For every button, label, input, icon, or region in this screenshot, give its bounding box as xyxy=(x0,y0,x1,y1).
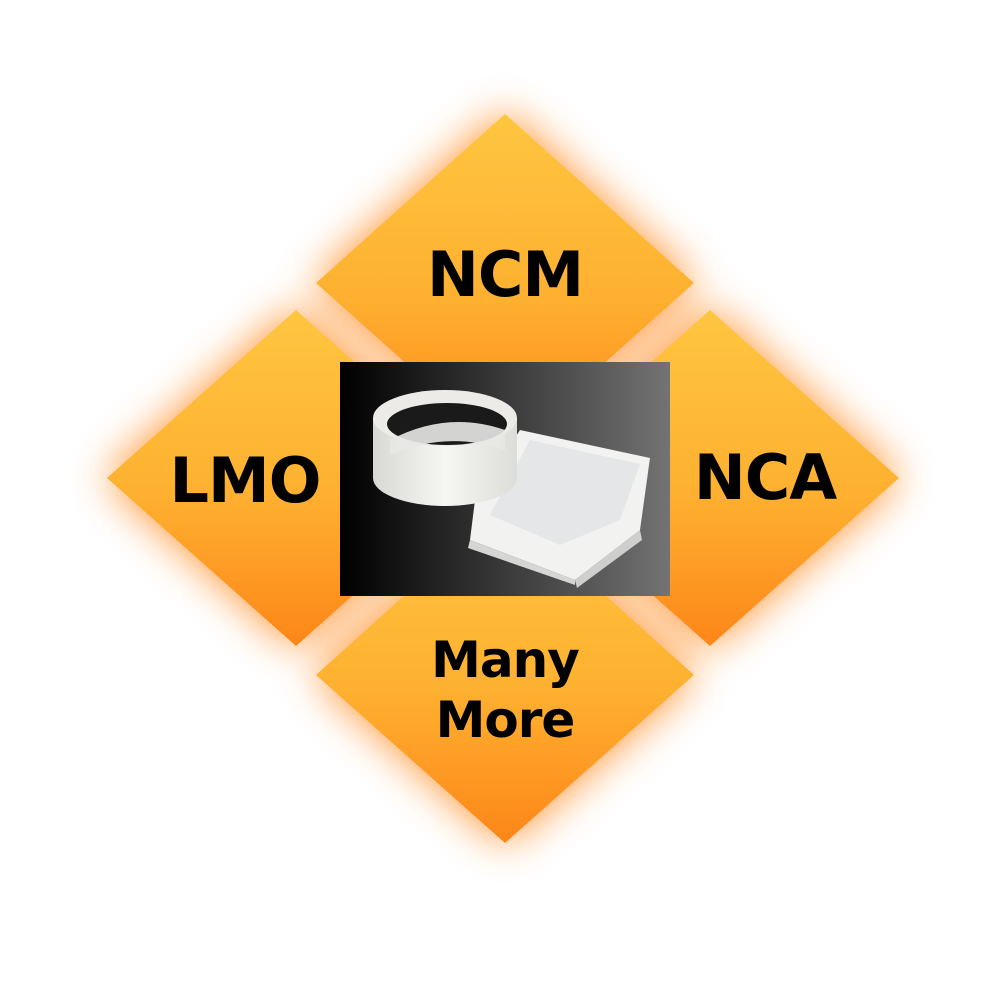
label-ncm: NCM xyxy=(426,238,584,311)
label-more: More xyxy=(435,691,576,749)
label-many: Many xyxy=(431,631,580,689)
label-lmo: LMO xyxy=(169,444,322,517)
label-nca: NCA xyxy=(693,441,837,514)
label-many-more: Many More xyxy=(405,630,605,750)
ceramic-crucible-and-tray-photo xyxy=(340,362,670,596)
diamond-bottom xyxy=(316,505,694,843)
